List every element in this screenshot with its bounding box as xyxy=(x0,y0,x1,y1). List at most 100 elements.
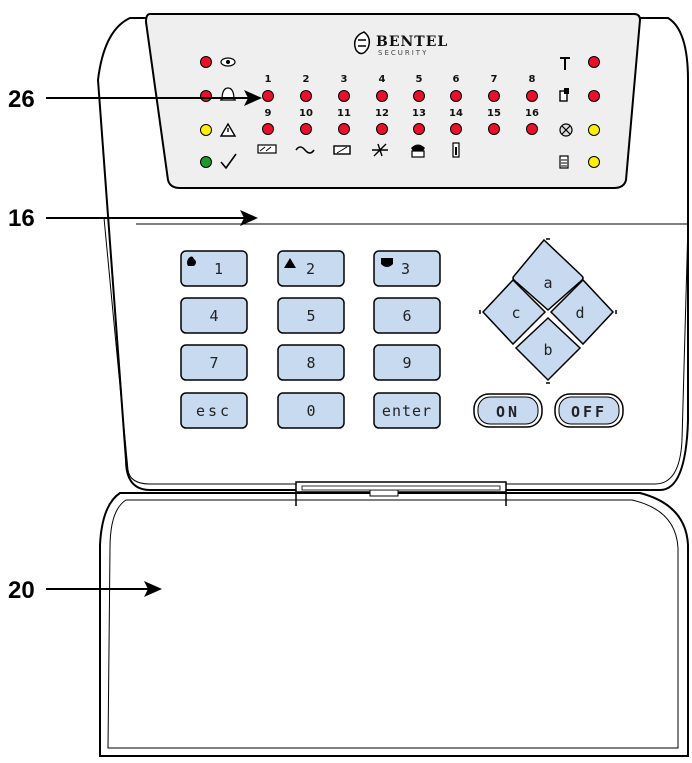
nav-key-up[interactable]: a xyxy=(512,238,584,312)
zone-led-2 xyxy=(300,90,312,102)
battery-icon xyxy=(333,145,351,155)
svg-text:a: a xyxy=(543,274,552,292)
hinge xyxy=(295,481,507,506)
flip-cover xyxy=(99,492,689,757)
svg-text:b: b xyxy=(543,341,552,359)
led-tamper-red xyxy=(588,56,600,68)
zone-led-13 xyxy=(413,123,425,135)
zone-led-11 xyxy=(338,123,350,135)
svg-text:3: 3 xyxy=(401,260,410,278)
line-fault-icon xyxy=(257,144,277,154)
zone-function-icons xyxy=(257,142,460,158)
zone-label-3: 3 xyxy=(341,74,348,85)
brand-sub: SECURITY xyxy=(378,49,428,57)
mains-icon xyxy=(295,146,315,154)
key-1[interactable]: 1 xyxy=(180,250,248,287)
svg-text:26: 26 xyxy=(8,86,35,113)
zone-led-9 xyxy=(262,123,274,135)
key-esc[interactable]: esc xyxy=(180,392,248,429)
zone-label-7: 7 xyxy=(491,74,498,85)
key-off[interactable]: OFF xyxy=(554,393,624,428)
led-sabotage-red xyxy=(588,90,600,102)
zone-led-7 xyxy=(488,90,500,102)
zone-label-16: 16 xyxy=(525,108,539,119)
panic-icon xyxy=(284,258,296,268)
zone-label-15: 15 xyxy=(487,108,501,119)
svg-text:0: 0 xyxy=(306,402,315,420)
zone-label-10: 10 xyxy=(299,108,313,119)
zone-label-4: 4 xyxy=(379,74,386,85)
zone-led-10 xyxy=(300,123,312,135)
zone-label-1: 1 xyxy=(265,74,272,85)
nav-key-left[interactable]: c xyxy=(481,278,547,346)
zone-led-16 xyxy=(526,123,538,135)
key-4[interactable]: 4 xyxy=(180,297,248,334)
svg-text:ON: ON xyxy=(496,403,520,421)
zone-led-12 xyxy=(376,123,388,135)
telephone-icon xyxy=(411,144,425,158)
wireless-icon xyxy=(452,142,460,158)
key-on[interactable]: ON xyxy=(473,393,543,428)
svg-text:esc: esc xyxy=(196,402,232,420)
zone-label-12: 12 xyxy=(375,108,389,119)
svg-text:16: 16 xyxy=(8,205,35,232)
svg-text:c: c xyxy=(511,304,520,322)
callout-26: 26 xyxy=(8,86,262,113)
callout-16: 16 xyxy=(8,205,258,232)
led-ready-green xyxy=(200,156,212,168)
key-3[interactable]: 3 xyxy=(373,250,441,287)
led-service-yellow xyxy=(588,156,600,168)
zone-label-13: 13 xyxy=(412,108,426,119)
service-icon xyxy=(559,155,569,169)
zone-label-9: 9 xyxy=(265,108,272,119)
key-2[interactable]: 2 xyxy=(277,250,345,287)
zone-led-15 xyxy=(488,123,500,135)
key-8[interactable]: 8 xyxy=(277,344,345,381)
svg-text:20: 20 xyxy=(8,577,35,604)
fuse-icon xyxy=(372,143,388,157)
zone-led-1 xyxy=(262,90,274,102)
zone-label-6: 6 xyxy=(453,74,460,85)
led-power-red xyxy=(200,56,212,68)
navigation-keys: a c d b xyxy=(479,238,617,384)
numeric-keypad: 1 2 3 4 5 6 7 8 9 esc 0 enter xyxy=(180,250,441,429)
nav-key-right[interactable]: d xyxy=(549,278,615,346)
svg-text:enter: enter xyxy=(382,402,432,420)
key-enter[interactable]: enter xyxy=(373,392,441,429)
key-0[interactable]: 0 xyxy=(277,392,345,429)
svg-text:7: 7 xyxy=(209,354,218,372)
police-icon xyxy=(381,258,393,267)
svg-text:6: 6 xyxy=(402,307,411,325)
svg-text:1: 1 xyxy=(214,260,223,278)
nav-key-down[interactable]: b xyxy=(514,316,582,382)
right-status-leds xyxy=(559,56,600,169)
bentel-logo: BENTEL SECURITY xyxy=(353,31,448,57)
svg-text:4: 4 xyxy=(209,307,218,325)
svg-text:d: d xyxy=(575,304,584,322)
zone-led-4 xyxy=(376,90,388,102)
fire-icon xyxy=(187,256,196,266)
zone-label-8: 8 xyxy=(529,74,536,85)
key-9[interactable]: 9 xyxy=(373,344,441,381)
zone-led-6 xyxy=(450,90,462,102)
zone-led-5 xyxy=(413,90,425,102)
sabotage-icon xyxy=(559,90,568,102)
zone-label-5: 5 xyxy=(416,74,423,85)
zone-label-11: 11 xyxy=(337,108,351,119)
svg-text:2: 2 xyxy=(306,260,315,278)
key-7[interactable]: 7 xyxy=(180,344,248,381)
led-bypass-yellow xyxy=(588,124,600,136)
svg-text:8: 8 xyxy=(306,354,315,372)
brand-name: BENTEL xyxy=(376,34,448,50)
zone-leds-top-row: 1 2 3 4 5 6 7 8 xyxy=(262,74,538,102)
led-alarm-red xyxy=(200,90,212,102)
key-5[interactable]: 5 xyxy=(277,297,345,334)
zone-led-8 xyxy=(526,90,538,102)
svg-text:5: 5 xyxy=(306,307,315,325)
zone-label-2: 2 xyxy=(303,74,310,85)
key-6[interactable]: 6 xyxy=(373,297,441,334)
svg-text:9: 9 xyxy=(402,354,411,372)
zone-led-14 xyxy=(450,123,462,135)
